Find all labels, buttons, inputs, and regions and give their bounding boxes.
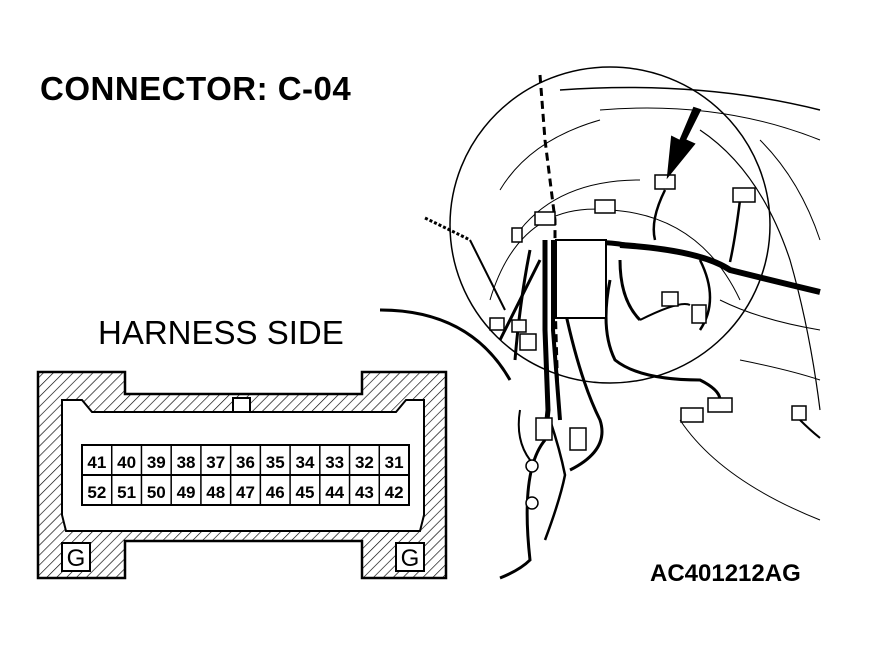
pin-number: 50 xyxy=(147,483,166,502)
pin-number: 48 xyxy=(206,483,225,502)
pin-number: 32 xyxy=(355,453,374,472)
pin-number: 33 xyxy=(325,453,344,472)
pin-number: 40 xyxy=(117,453,136,472)
pin-grid: 41 40 39 38 37 36 35 34 33 32 31 52 51 50 49 48 47 46 45 44… xyxy=(81,444,410,506)
pin-number: 36 xyxy=(236,453,255,472)
pin-number: 44 xyxy=(325,483,344,502)
pin-number: 42 xyxy=(385,483,404,502)
pin-number: 34 xyxy=(295,453,314,472)
ground-pin-left xyxy=(61,542,91,572)
pin-number: 43 xyxy=(355,483,374,502)
harness-side-label: HARNESS SIDE xyxy=(98,314,344,351)
pin-number: 38 xyxy=(177,453,196,472)
ground-pin-right xyxy=(395,542,425,572)
indicator-arrow-icon xyxy=(666,106,702,180)
pin-number: 52 xyxy=(87,483,106,502)
pin-number: 41 xyxy=(87,453,106,472)
pin-number: 45 xyxy=(295,483,314,502)
pin-number: 39 xyxy=(147,453,166,472)
pin-number: 37 xyxy=(206,453,225,472)
figure-id: AC401212AG xyxy=(650,560,801,587)
ground-label-right: G xyxy=(401,545,420,572)
pin-number: 49 xyxy=(177,483,196,502)
dashboard-illustration xyxy=(379,66,821,580)
connector-title: CONNECTOR: C-04 xyxy=(40,70,352,107)
pin-number: 46 xyxy=(266,483,285,502)
ground-label-left: G xyxy=(67,545,86,572)
pin-number: 47 xyxy=(236,483,255,502)
pin-number: 35 xyxy=(266,453,285,472)
pin-number: 51 xyxy=(117,483,136,502)
pin-number: 31 xyxy=(385,453,404,472)
connector-key-tab xyxy=(232,397,251,413)
